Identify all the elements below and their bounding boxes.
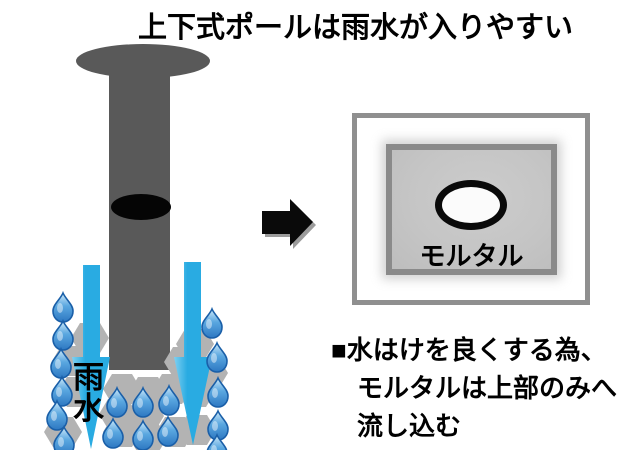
- pole-icon: [76, 44, 210, 370]
- right-arrow-icon: [262, 199, 316, 249]
- water-droplet-icon: [52, 292, 74, 323]
- note-line: 流し込む: [357, 411, 462, 441]
- note-line: ■水はけを良くする為、: [331, 335, 607, 365]
- mortar-block: [386, 144, 557, 275]
- page-title: 上下式ポールは雨水が入りやすい: [138, 12, 574, 44]
- drain-hole-icon: [435, 180, 507, 230]
- note-line: モルタルは上部のみへ: [357, 373, 618, 403]
- rain-arrow-icon: [174, 262, 212, 445]
- rain-arrow-icon: [72, 265, 110, 449]
- rain-water-label: 雨水: [73, 360, 104, 426]
- water-droplet-icon: [201, 308, 223, 339]
- water-droplet-icon: [52, 320, 74, 351]
- mortar-label: モルタル: [419, 241, 524, 271]
- note-text: ■水はけを良くする為、 モルタルは上部のみへ 流し込む: [331, 331, 636, 445]
- pole-hole-icon: [111, 194, 171, 220]
- rain-arrows: [72, 262, 212, 449]
